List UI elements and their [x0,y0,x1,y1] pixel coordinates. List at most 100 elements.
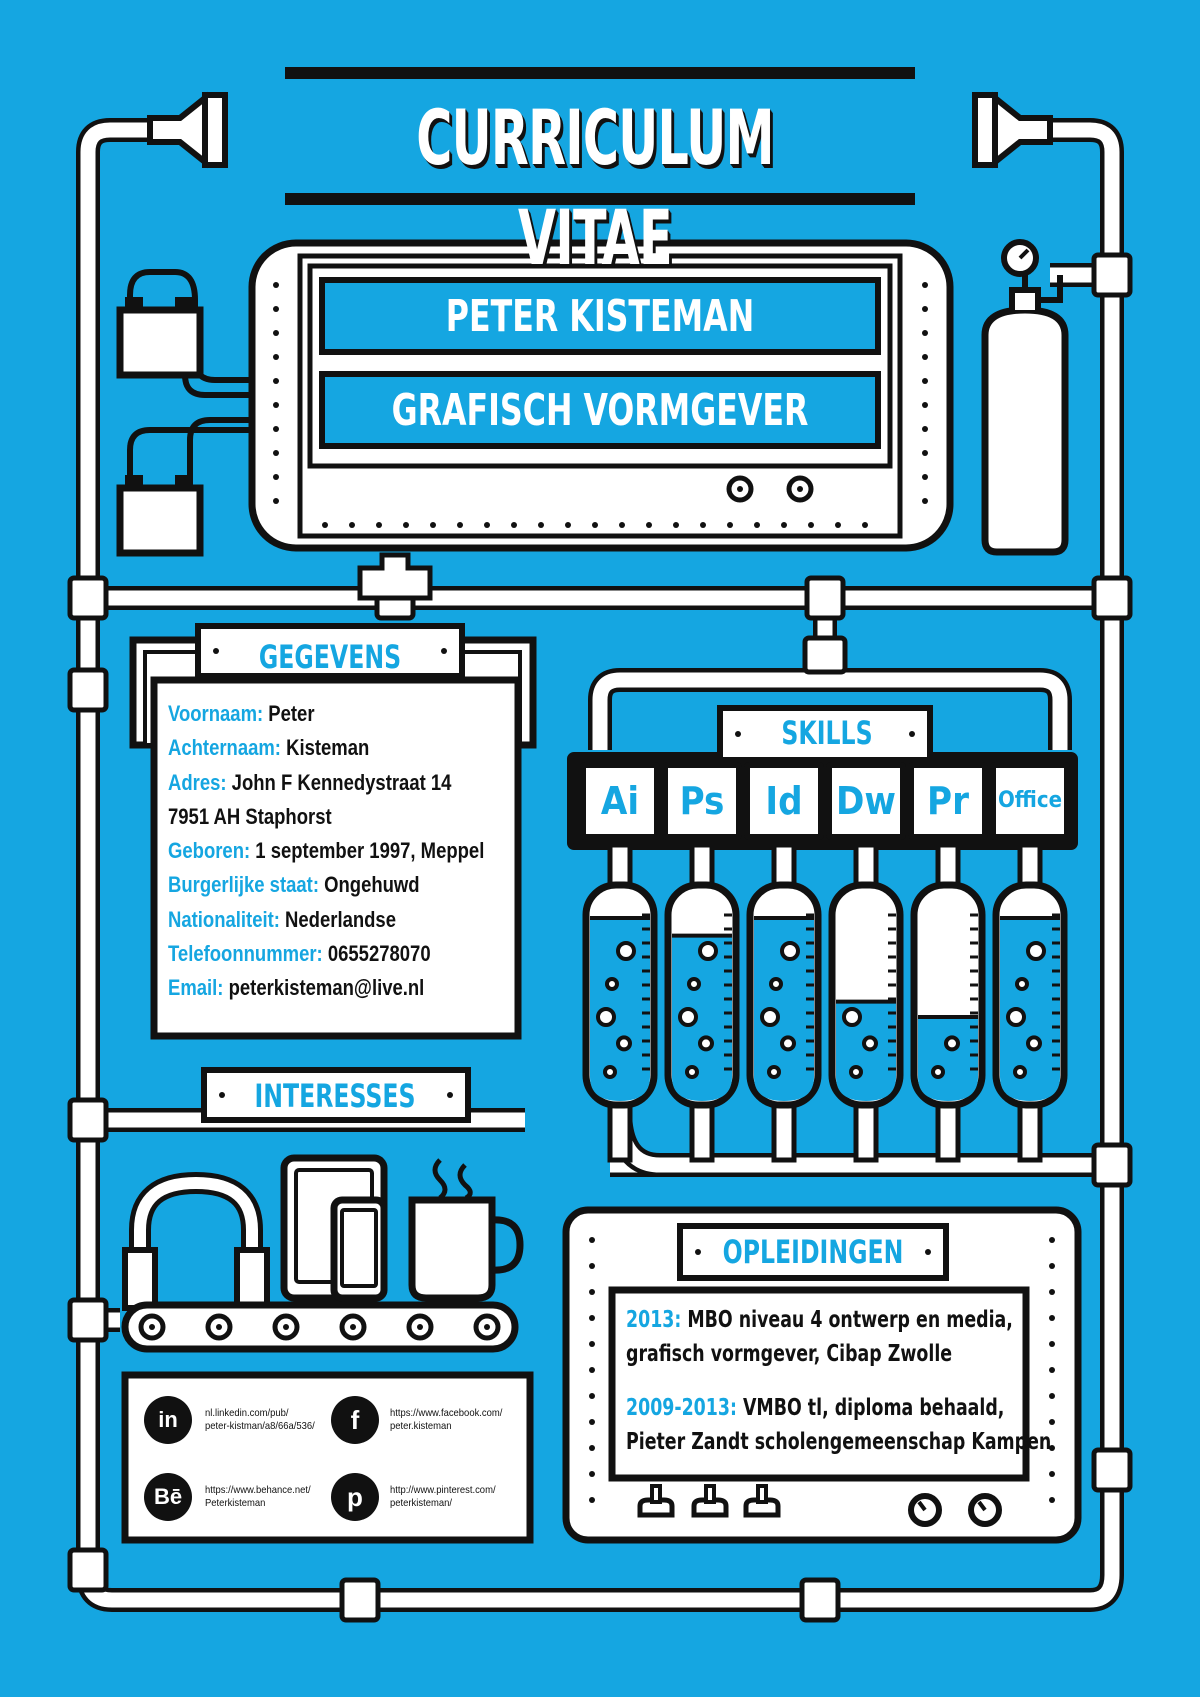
knob-dot [737,486,743,492]
education-entry: 2013: MBO niveau 4 ontwerp en media,graf… [626,1303,1013,1371]
rivet [589,1341,595,1347]
bubble [760,1007,780,1027]
detail-value: Peter [268,701,315,726]
interesses-label-plate [201,1067,471,1123]
rivet [808,522,814,528]
rivet [909,731,915,737]
facebook-icon [331,1396,379,1444]
education-line: VMBO tl, diploma behaald, [742,1395,1005,1421]
bubble [780,941,800,961]
detail-label: Email: [168,975,224,1001]
rivet [589,1237,595,1243]
education-list: 2013: MBO niveau 4 ontwerp en media,graf… [626,1303,1051,1479]
interesses-heading: INTERESSES [254,1077,416,1115]
skill-fill [754,918,814,1101]
bubble [698,1035,714,1052]
detail-row: Voornaam: Peter [168,697,470,731]
rivet [213,648,219,654]
detail-row: Nationaliteit: Nederlandse [168,903,470,937]
bubble [605,977,619,991]
rivet [619,522,625,528]
rivet [273,282,279,288]
rivet [922,402,928,408]
bubble [1026,941,1046,961]
rivet [589,1315,595,1321]
pipe-joint [799,1577,841,1623]
rivet [273,426,279,432]
rivet [1049,1315,1055,1321]
pipe-joint [802,635,848,675]
rivet [273,450,279,456]
steam-line [432,1158,448,1200]
rivet [273,474,279,480]
social-link[interactable]: https://www.behance.net/Peterkisteman [205,1484,311,1510]
bubble [616,1035,632,1052]
rivet [646,522,652,528]
skill-fill [918,1017,978,1101]
battery-terminal [125,475,143,491]
social-link[interactable]: nl.linkedin.com/pub/peter-kistman/a8/66a… [205,1407,315,1433]
social-link-line: nl.linkedin.com/pub/ [205,1407,289,1419]
joystick-stick [650,1484,662,1504]
bubble [698,941,718,961]
tank-hose [1038,275,1063,303]
detail-row: Telefoonnummer: 0655278070 [168,937,470,971]
skills-manifold-pipe-inner [592,672,1068,750]
battery-terminal [175,297,193,313]
page-title: CURRICULUM VITAE [416,93,774,282]
tube-outlet [607,1102,633,1163]
rivet [322,522,328,528]
knob-dot [797,486,803,492]
skill-key [908,762,988,840]
conveyor-belt [121,1301,519,1353]
rivet [922,450,928,456]
rivet [754,522,760,528]
steam-line [457,1163,473,1201]
gegevens-card [150,676,522,1040]
rivet [835,522,841,528]
rivet [922,306,928,312]
rivet [376,522,382,528]
rivet [484,522,490,528]
rivet [589,1393,595,1399]
rivet [538,522,544,528]
roller-hub [149,1324,155,1330]
rivet [589,1263,595,1269]
rivet [925,1249,931,1255]
dial-pointer [977,1500,987,1512]
detail-value: Ongehuwd [324,872,420,898]
battery-terminal [125,297,143,313]
bubble [931,1065,945,1079]
rivet [922,378,928,384]
gegevens-heading: GEGEVENS [258,638,402,676]
education-line: grafisch vormgever, Cibap Zwolle [626,1341,953,1367]
tube-neck [771,842,797,888]
bubble [842,1007,862,1027]
skill-key [826,762,906,840]
pinterest-icon [331,1473,379,1521]
joystick-stick [756,1484,768,1504]
social-link-line: http://www.pinterest.com/ [390,1484,496,1496]
skill-fill [672,935,732,1101]
bubble [1026,1035,1042,1052]
battery-wire [127,427,250,495]
rivet [349,522,355,528]
rivet [441,648,447,654]
detail-label: Voornaam: [168,701,264,726]
detail-label: Nationaliteit: [168,906,280,932]
dial-pointer [917,1500,927,1512]
pipe-joint [1091,1142,1133,1188]
rivet [700,522,706,528]
social-link[interactable]: http://www.pinterest.com/peterkisteman/ [390,1484,496,1510]
joystick-stick [704,1484,716,1504]
frame-pipe-inner [80,122,1120,1608]
social-link[interactable]: https://www.facebook.com/peter.kisteman [390,1407,502,1433]
detail-label: Burgerlijke staat: [168,872,319,898]
horn-icon [972,91,1053,169]
rivet [1049,1471,1055,1477]
bubble [780,1035,796,1052]
horn-icon [147,91,228,169]
tank-valve [1009,287,1041,310]
rivet [589,1289,595,1295]
